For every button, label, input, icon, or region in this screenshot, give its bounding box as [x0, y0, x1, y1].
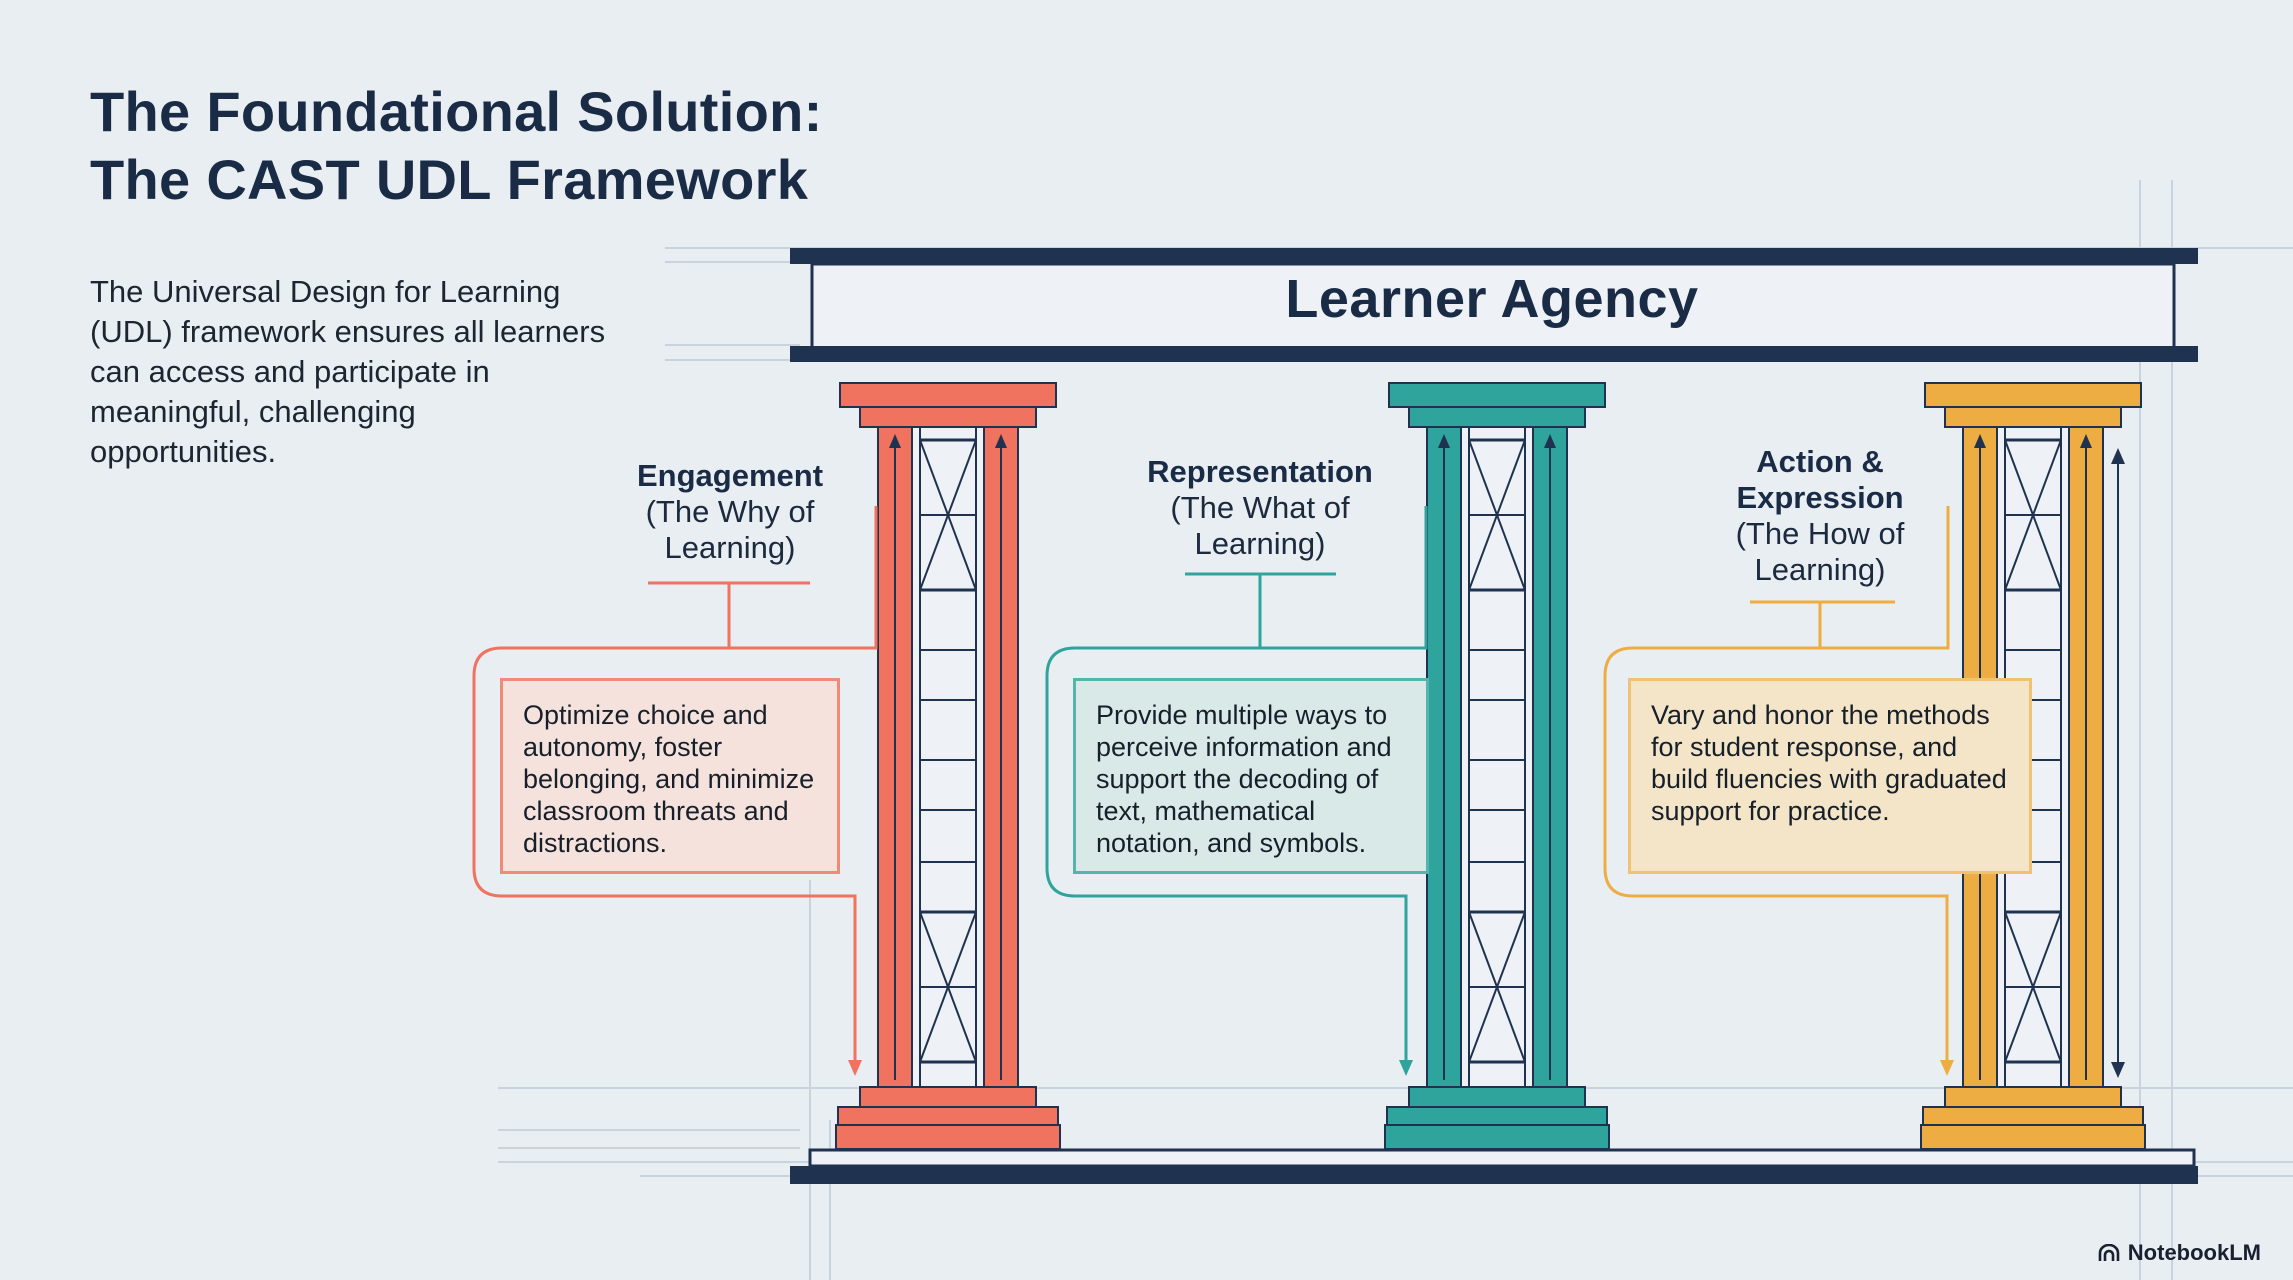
engagement-description: Optimize choice and autonomy, foster bel…: [500, 678, 840, 874]
top-beam-lower-bar: [790, 346, 2198, 362]
pillar-base-lower: [1920, 1124, 2146, 1150]
pillar-name: Action & Expression: [1736, 444, 1904, 515]
learner-agency-label: Learner Agency: [1285, 269, 1699, 329]
pillar-capital: [1924, 382, 2142, 408]
base-beam-bar: [790, 1166, 2198, 1184]
pillar-arrowhead: [995, 434, 1007, 448]
pillar-label-action-expression: Action & Expression (The How of Learning…: [1722, 444, 1918, 588]
pillar-capital-lower: [859, 406, 1037, 428]
connector-loop: [472, 506, 878, 1066]
height-dimension-arrowhead-top: [2111, 448, 2125, 464]
pillar-lattice-frame: [1460, 426, 1534, 1088]
top-beam-upper-bar: [790, 248, 2198, 264]
title-line-1: The Foundational Solution:: [90, 80, 823, 143]
connector-loop: [1603, 506, 1950, 1066]
pillar-engagement: [835, 382, 1061, 1150]
pillar-base-upper: [859, 1086, 1037, 1108]
pillar-subtitle: (The How of Learning): [1735, 516, 1905, 587]
page-title: The Foundational Solution: The CAST UDL …: [90, 78, 823, 214]
connector-arrowhead: [1399, 1060, 1413, 1076]
pillar-name: Representation: [1147, 454, 1373, 489]
height-dimension-arrowhead-bottom: [2111, 1062, 2125, 1078]
pillar-base-lower: [1384, 1124, 1610, 1150]
pillar-name: Engagement: [636, 458, 824, 493]
brand-watermark: NotebookLM: [2098, 1240, 2261, 1266]
pillar-base-middle: [837, 1106, 1059, 1126]
pillar-lattice-frame: [911, 426, 985, 1088]
representation-description: Provide multiple ways to perceive inform…: [1073, 678, 1429, 874]
base-beam-panel: [808, 1148, 2196, 1168]
top-beam-panel: [810, 262, 2176, 350]
connector-loop: [1045, 506, 1428, 1066]
connector-arrowhead: [848, 1060, 862, 1076]
pillar-label-engagement: Engagement (The Why of Learning): [610, 458, 850, 566]
pillar-base-middle: [1922, 1106, 2144, 1126]
connector-arrowhead: [1940, 1060, 1954, 1076]
pillar-base-upper: [1408, 1086, 1586, 1108]
notebooklm-logo-icon: [2098, 1244, 2120, 1261]
pillar-base-lower: [835, 1124, 1061, 1150]
pillar-capital-lower: [1408, 406, 1586, 428]
pillar-subtitle: (The Why of Learning): [645, 494, 815, 565]
pillar-arrowhead: [1544, 434, 1556, 448]
connector-representation: [1045, 506, 1428, 1076]
connector-action-expression: [1603, 506, 1954, 1076]
action-expression-description: Vary and honor the methods for student r…: [1628, 678, 2032, 874]
pillar-base-upper: [1944, 1086, 2122, 1108]
intro-paragraph: The Universal Design for Learning (UDL) …: [90, 274, 606, 469]
connector-engagement: [472, 506, 878, 1076]
pillar-label-representation: Representation (The What of Learning): [1120, 454, 1400, 562]
pillar-capital: [839, 382, 1057, 408]
top-beam: [790, 248, 2198, 362]
pillar-arrowhead: [2080, 434, 2092, 448]
pillar-arrowhead: [1438, 434, 1450, 448]
title-line-2: The CAST UDL Framework: [90, 148, 809, 211]
connectors: [472, 506, 1954, 1076]
pillar-capital-lower: [1944, 406, 2122, 428]
base-beam: [790, 1148, 2198, 1184]
brand-label: NotebookLM: [2127, 1240, 2261, 1265]
pillar-subtitle: (The What of Learning): [1170, 490, 1350, 561]
pillar-capital: [1388, 382, 1606, 408]
pillar-arrowhead: [1974, 434, 1986, 448]
pillar-representation: [1384, 382, 1610, 1150]
pillar-arrowhead: [889, 434, 901, 448]
pillar-base-middle: [1386, 1106, 1608, 1126]
